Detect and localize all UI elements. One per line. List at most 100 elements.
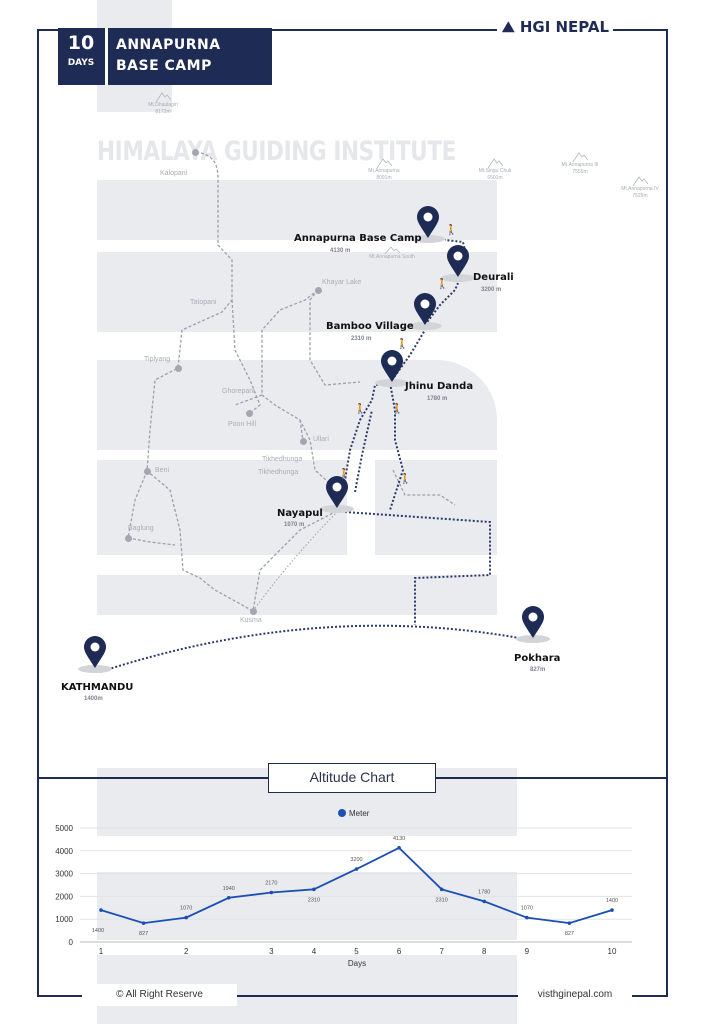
data-point — [525, 915, 529, 920]
stop-deurali-name: Deurali — [473, 272, 514, 283]
y-tick-label: 5000 — [55, 824, 73, 833]
x-axis-label: Days — [348, 959, 366, 968]
mountain-icon — [155, 92, 171, 102]
data-label: 1070 — [180, 906, 192, 912]
hiker-icon: 🚶 — [338, 469, 351, 480]
data-label: 1940 — [223, 886, 235, 892]
pin-shadow — [320, 505, 354, 513]
mountain-icon — [376, 158, 392, 168]
place-ghorepani: Ghorepani — [222, 388, 255, 395]
mountain-icon — [632, 176, 648, 186]
x-tick-label: 1 — [99, 947, 104, 956]
data-label: 2170 — [265, 881, 277, 887]
legend-label: Meter — [349, 809, 370, 818]
place-dot — [175, 365, 182, 372]
place-ullari: Ullari — [313, 436, 329, 443]
bg-shape — [97, 872, 517, 940]
logo-text: HGI NEPAL — [519, 18, 610, 36]
chart-title: Altitude Chart — [268, 763, 436, 793]
stop-pokhara-name: Pokhara — [514, 653, 561, 664]
y-tick-label: 3000 — [55, 870, 73, 879]
location-pin-icon — [446, 244, 470, 278]
mountain-annapurna-south: Mt.Annapurna South — [352, 246, 432, 261]
place-beni: Beni — [155, 467, 170, 474]
stop-abc-altitude: 4130 m — [330, 248, 351, 254]
place-khayar-lake: Khayar Lake — [322, 279, 362, 286]
stop-bamboo-altitude: 2310 m — [351, 336, 372, 342]
hiker-icon: 🚶 — [445, 225, 458, 236]
place-dot — [192, 149, 199, 156]
stop-abc-name: Annapurna Base Camp — [294, 233, 422, 244]
data-label: 827 — [565, 931, 574, 937]
place-tikhedhunga-2: Tikhedhunga — [258, 469, 299, 476]
mountain-icon — [572, 152, 588, 162]
data-point — [99, 908, 103, 912]
place-dot — [250, 608, 257, 615]
stop-kathmandu-altitude: 1400m — [84, 696, 103, 702]
y-tick-label: 2000 — [55, 892, 73, 901]
x-tick-label: 9 — [525, 947, 530, 956]
place-poon-hill: Poon Hill — [228, 421, 257, 428]
stop-deurali-altitude: 3200 m — [481, 287, 502, 293]
days-label: DAYS — [67, 58, 95, 68]
data-label: 3200 — [350, 857, 362, 863]
pin-shadow — [441, 274, 475, 282]
pin-shadow — [78, 665, 112, 673]
watermark-text: HIMALAYA GUIDING INSTITUTE — [97, 136, 456, 167]
data-label: 1070 — [521, 906, 533, 912]
data-point — [312, 887, 316, 892]
y-tick-label: 1000 — [55, 915, 73, 924]
place-tatopani: Tatopani — [190, 299, 217, 306]
stop-nayapul-name: Nayapul — [277, 508, 323, 519]
data-label: 1780 — [478, 889, 490, 895]
data-point — [226, 895, 231, 900]
place-dot — [315, 287, 322, 294]
pin-shadow — [408, 322, 442, 330]
mountain-logo-icon: ⛰ — [502, 18, 520, 36]
location-pin-icon — [416, 205, 440, 239]
pin-shadow — [375, 379, 409, 387]
bg-shape — [97, 360, 497, 450]
data-label: 1400 — [606, 898, 618, 904]
x-tick-label: 7 — [439, 947, 444, 956]
title-line-2: BASE CAMP — [116, 58, 212, 74]
data-point — [567, 921, 572, 925]
place-tikhedhunga: Tikhedhunga — [262, 456, 303, 463]
frame-bottom — [37, 995, 668, 997]
stop-jhinu-name: Jhinu Danda — [405, 381, 474, 392]
data-point — [269, 890, 274, 895]
y-tick-label: 0 — [69, 938, 74, 947]
website-link[interactable]: visthginepal.com — [518, 984, 632, 1006]
location-pin-icon — [521, 605, 545, 639]
bg-shape — [97, 575, 497, 615]
place-dot — [300, 438, 307, 445]
data-point — [482, 899, 487, 904]
place-dot — [125, 535, 132, 542]
place-dot — [246, 410, 253, 417]
x-tick-label: 3 — [269, 947, 274, 956]
data-point — [354, 867, 359, 871]
frame-right — [666, 29, 668, 997]
main-trek-route — [99, 239, 531, 673]
stop-kathmandu-name: KATHMANDU — [61, 682, 134, 693]
legend-marker — [338, 809, 346, 817]
data-label: 2310 — [436, 897, 448, 903]
place-kusma: Kusma — [240, 617, 262, 624]
place-baglung: Baglung — [128, 525, 154, 532]
frame-left — [37, 29, 39, 997]
place-kalopani: Kalopani — [160, 170, 188, 177]
data-label: 827 — [139, 931, 148, 937]
stop-pokhara-altitude: 827m — [530, 667, 546, 673]
location-pin-icon — [413, 292, 437, 326]
bg-shape — [97, 460, 347, 555]
kusma-nayapul-road — [252, 511, 338, 612]
stop-bamboo-name: Bamboo Village — [326, 321, 414, 332]
data-label: 2310 — [308, 897, 320, 903]
stop-jhinu-altitude: 1780 m — [427, 396, 448, 402]
